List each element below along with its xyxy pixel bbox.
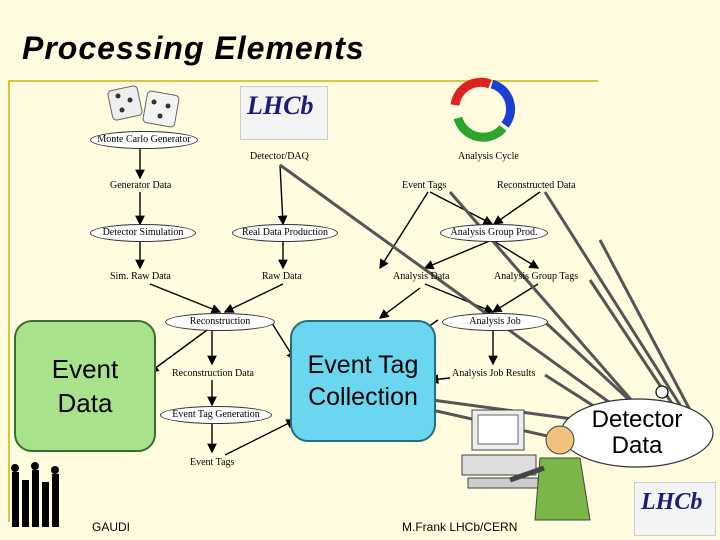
footer-left: GAUDI	[92, 520, 131, 534]
lhcb-logo-bottom: LHCb	[634, 482, 716, 536]
detector-daq-label: Detector/DAQ	[250, 151, 309, 162]
detector-simulation-node: Detector Simulation	[90, 224, 196, 242]
workstation-icon	[461, 409, 591, 521]
left-rule	[8, 82, 10, 522]
event-tag-generation-node: Event Tag Generation	[160, 406, 272, 424]
analysis-job-node: Analysis Job	[442, 313, 548, 331]
generator-data-label: Generator Data	[110, 180, 172, 191]
raw-data-label: Raw Data	[262, 271, 302, 282]
event-tags-top-label: Event Tags	[402, 180, 447, 191]
analysis-group-prod-node: Analysis Group Prod.	[440, 224, 548, 242]
analysis-cycle-label: Analysis Cycle	[458, 151, 519, 162]
monte-carlo-generator-node: Monte Carlo Generator	[90, 131, 198, 149]
reconstructed-data-label: Reconstructed Data	[497, 180, 576, 191]
analysis-job-results-label: Analysis Job Results	[452, 368, 536, 379]
reconstruction-data-label: Reconstruction Data	[172, 368, 254, 379]
analysis-group-tags-label: Analysis Group Tags	[494, 271, 579, 282]
footer-right: M.Frank LHCb/CERN	[402, 520, 518, 534]
title-underline	[8, 80, 598, 82]
gaudi-logo	[11, 462, 59, 527]
reconstruction-node: Reconstruction	[165, 313, 275, 331]
event-tags-bottom-label: Event Tags	[190, 457, 235, 468]
sim-raw-data-label: Sim. Raw Data	[110, 271, 171, 282]
analysis-data-label: Analysis Data	[393, 271, 450, 282]
analysis-cycle-icon	[450, 77, 516, 142]
real-data-production-node: Real Data Production	[232, 224, 338, 242]
lhcb-logo-top: LHCb	[240, 86, 328, 140]
dice-icon	[107, 85, 180, 128]
page-title: Processing Elements	[22, 30, 365, 66]
